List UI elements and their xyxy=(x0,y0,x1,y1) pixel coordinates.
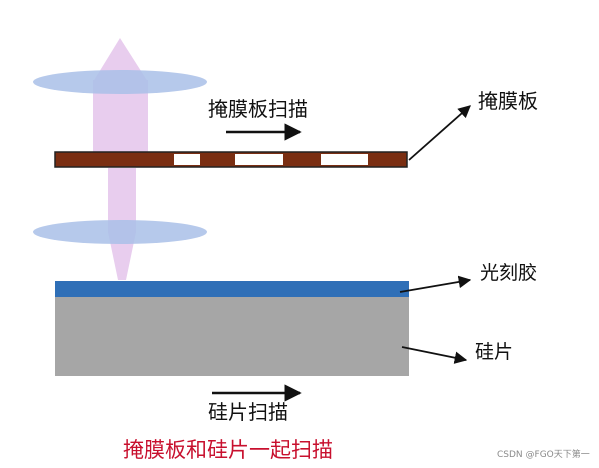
mask-plate xyxy=(54,151,408,168)
upper-lens xyxy=(33,70,207,94)
mask-opening xyxy=(235,154,283,165)
mask-bar xyxy=(54,151,408,168)
wafer-label-arrow xyxy=(401,346,468,364)
wafer-label: 硅片 xyxy=(475,341,514,363)
wafer-body xyxy=(55,296,409,376)
wafer-scan-label: 硅片扫描 xyxy=(208,400,288,424)
diagram-caption: 掩膜板和硅片一起扫描 xyxy=(123,438,333,462)
photoresist-layer xyxy=(55,281,409,297)
lower-lens xyxy=(33,220,207,244)
mask-opening xyxy=(174,154,200,165)
photoresist-label-arrow xyxy=(399,275,472,293)
mask-label-arrow xyxy=(408,105,471,161)
mask-scan-label: 掩膜板扫描 xyxy=(208,97,308,121)
mask-opening xyxy=(321,154,368,165)
photoresist-label: 光刻胶 xyxy=(480,262,538,284)
mask-label: 掩膜板 xyxy=(478,89,538,113)
watermark: CSDN @FGO天下第一 xyxy=(497,450,590,460)
